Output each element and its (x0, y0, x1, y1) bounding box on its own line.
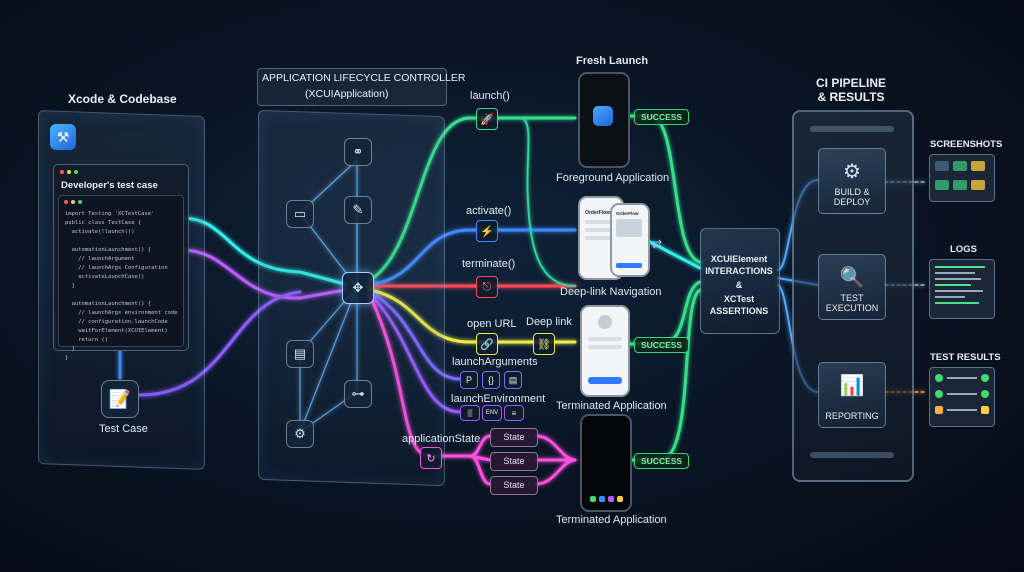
wire-purple-env (368, 292, 462, 414)
wire-magenta-left (180, 248, 347, 300)
wire-green-loop (519, 117, 576, 287)
settings-icon[interactable]: ⚙ (286, 420, 314, 448)
wire-cyan-out-2 (648, 240, 702, 270)
wire-purple-testcase (138, 290, 302, 397)
launch-environment-icons: ▒ ENV ≡ (460, 405, 524, 421)
app-icon (593, 106, 613, 126)
code-editor: import Testing 'XCTestCase' public class… (58, 195, 184, 361)
state-cycle-icon[interactable]: ↻ (420, 447, 442, 469)
screenshots-thumbnail[interactable] (929, 154, 995, 202)
build-deploy-step[interactable]: ⚙ BUILD &DEPLOY (818, 148, 886, 214)
test-results-label: TEST RESULTS (930, 352, 1001, 363)
controller-title: APPLICATION LIFECYCLE CONTROLLER (262, 72, 466, 84)
deep-link-icon[interactable]: ⛓ (533, 333, 555, 355)
state-box-1[interactable]: State (490, 428, 538, 447)
code-text: import Testing 'XCTestCase' public class… (65, 211, 178, 361)
assertions-box (700, 228, 780, 334)
ci-title-line1: CI PIPELINE (816, 76, 887, 90)
terminate-icon[interactable]: ⎋ (476, 276, 498, 298)
report-icon: 📊 (839, 375, 865, 397)
terminate-label: terminate() (462, 258, 516, 270)
rocket-icon[interactable]: 🚀 (476, 108, 498, 130)
move-icon[interactable]: ✥ (342, 272, 374, 304)
logs-label: LOGS (950, 244, 977, 255)
controller-title-box (257, 68, 447, 106)
foreground-label: Foreground Application (556, 172, 670, 184)
wire-green-launch (368, 116, 577, 282)
logs-thumbnail[interactable] (929, 259, 995, 319)
arg-doc-icon[interactable]: ▤ (504, 371, 522, 389)
assertions-line3: & (735, 280, 743, 290)
code-window-title: Developer's test case (61, 180, 158, 191)
activate-icon[interactable]: ⚡ (476, 220, 498, 242)
test-case-icon[interactable]: 📝 (101, 380, 139, 418)
activate-label: activate() (466, 205, 512, 217)
fresh-launch-label: Fresh Launch (576, 55, 649, 67)
phone-fresh-launch (578, 72, 630, 168)
reporting-label: REPORTING (825, 411, 879, 421)
success-badge-2: SUCCESS (634, 337, 690, 353)
xcode-icon: ⚒ (50, 124, 76, 150)
build-label: BUILD &DEPLOY (833, 187, 871, 207)
env-env-icon[interactable]: ENV (482, 405, 502, 421)
app-name-2: OrderFlow (616, 211, 639, 216)
assertions-line1: XCUIElement (710, 254, 768, 264)
success-badge-1: SUCCESS (634, 109, 690, 125)
open-url-label: open URL (467, 318, 517, 330)
wire-green-out-4 (626, 288, 702, 462)
app-name-1: OrderFlow (585, 210, 611, 216)
link-icon[interactable]: ⚭ (344, 138, 372, 166)
env-grid-icon[interactable]: ▒ (460, 405, 480, 421)
application-state-label: applicationState (402, 433, 481, 445)
env-list-icon[interactable]: ≡ (504, 405, 524, 421)
phone-terminated-2 (580, 414, 632, 512)
ci-title-line2: & RESULTS (817, 90, 885, 104)
xcode-title: Xcode & Codebase (68, 92, 177, 106)
ci-bottom-bar (810, 452, 894, 458)
state-box-3[interactable]: State (490, 476, 538, 495)
wire-yellow-openurl (368, 288, 577, 344)
controller-subtitle: (XCUIApplication) (305, 88, 389, 100)
reporting-step[interactable]: 📊 REPORTING (818, 362, 886, 428)
launch-environment-label: launchEnvironment (451, 393, 546, 405)
wire-blue-activate (368, 228, 577, 286)
assertions-line4: XCTest (723, 294, 755, 304)
launch-arguments-icons: P {} ▤ (460, 371, 524, 389)
launch-label: launch() (470, 90, 510, 102)
test-results-thumbnail[interactable] (929, 367, 995, 427)
test-case-label: Test Case (99, 423, 148, 435)
deep-link-label: Deep link (526, 316, 572, 328)
open-url-icon[interactable]: 🔗 (476, 333, 498, 355)
wire-cyan-left (180, 216, 347, 286)
magnifier-check-icon: 🔍 (839, 267, 865, 289)
window-icon[interactable]: ▭ (286, 200, 314, 228)
terminated-label-1: Terminated Application (556, 400, 667, 412)
console-icon[interactable]: ▤ (286, 340, 314, 368)
wire-purple-args (368, 290, 462, 381)
shuffle-icon: ⇄ (652, 237, 663, 251)
ci-top-bar (810, 126, 894, 132)
code-window: Developer's test case import Testing 'XC… (53, 164, 189, 361)
success-badge-3: SUCCESS (634, 453, 690, 469)
phone-terminated-1 (580, 305, 630, 397)
state-box-2[interactable]: State (490, 452, 538, 471)
deep-link-nav-label: Deep-link Navigation (560, 286, 662, 298)
gear-icon: ⚙ (843, 161, 861, 183)
wire-magenta-state (368, 294, 492, 486)
wire-magenta-merge (534, 434, 577, 486)
phone-deep-link-front: OrderFlow (610, 203, 650, 277)
terminated-label-2: Terminated Application (556, 514, 667, 526)
launch-arguments-label: launchArguments (452, 356, 538, 368)
arg-braces-icon[interactable]: {} (482, 371, 500, 389)
arg-p-icon[interactable]: P (460, 371, 478, 389)
document-icon[interactable]: ✎ (344, 196, 372, 224)
assertions-line2: INTERACTIONS (705, 266, 773, 276)
assertions-line5: ASSERTIONS (709, 306, 769, 316)
connection-icon[interactable]: ⊶ (344, 380, 372, 408)
screenshots-label: SCREENSHOTS (930, 139, 1003, 150)
